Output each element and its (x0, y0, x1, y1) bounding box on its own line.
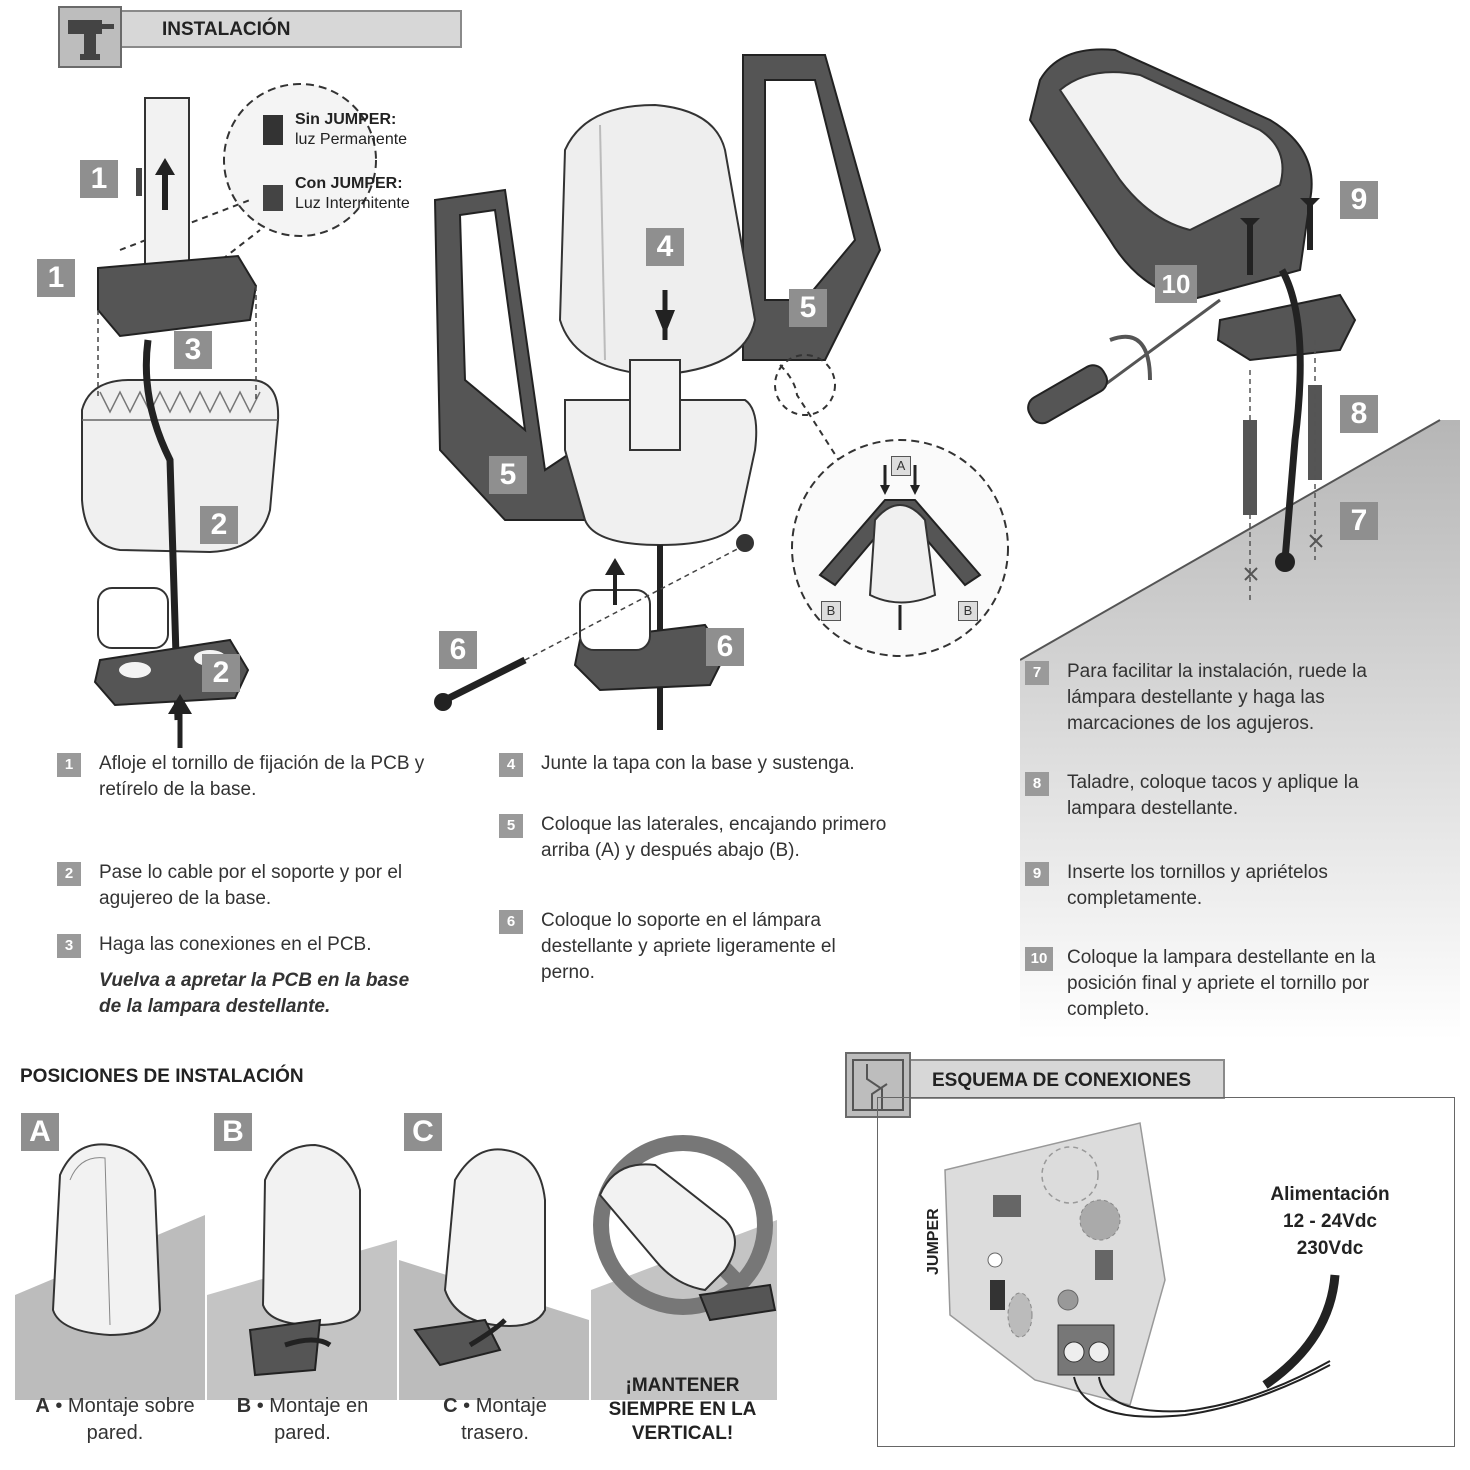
pcb-wiring-illustration (944, 1122, 1340, 1418)
no-jumper-title: Sin JUMPER: (295, 111, 397, 128)
positions-illustration (15, 1135, 777, 1400)
detail-label-a: A (891, 456, 911, 476)
positions-title: POSICIONES DE INSTALACIÓN (20, 1066, 304, 1087)
step-4: 4 Junte la tapa con la base y sustenga. (499, 751, 919, 777)
step-3: 3 Haga las conexiones en el PCB. Vuelva … (57, 932, 427, 1020)
step-9-text: Inserte los tornillos y apriételos compl… (1067, 862, 1328, 909)
figure-badge-3: 3 (174, 331, 212, 369)
pcb-removal-illustration (81, 83, 377, 748)
with-jumper-text: Luz Intermitente (295, 195, 410, 212)
step-8-number: 8 (1025, 772, 1049, 796)
figure-badge-5b: 5 (489, 456, 527, 494)
wiring-title: ESQUEMA DE CONEXIONES (932, 1070, 1192, 1091)
figure-badge-8: 8 (1340, 395, 1378, 433)
step-9: 9 Inserte los tornillos y apriételos com… (1025, 860, 1405, 912)
detail-label-b-right: B (958, 601, 978, 621)
step-10-number: 10 (1025, 947, 1053, 971)
step-6-number: 6 (499, 910, 523, 934)
step-1-number: 1 (57, 753, 81, 777)
wiring-diagram-frame (877, 1097, 1455, 1447)
position-caption-c-text: Montaje trasero. (461, 1395, 547, 1444)
step-5-number: 5 (499, 814, 523, 838)
step-3-number: 3 (57, 934, 81, 958)
step-8-text: Taladre, coloque tacos y aplique la lamp… (1067, 772, 1359, 819)
step-4-number: 4 (499, 753, 523, 777)
figure-badge-1b: 1 (37, 259, 75, 297)
figure-badge-10: 10 (1155, 265, 1197, 303)
step-2: 2 Pase lo cable por el soporte y por el … (57, 860, 427, 912)
position-caption-a-letter: A (35, 1395, 50, 1417)
power-supply-label: Alimentación 12 - 24Vdc 230Vdc (1240, 1181, 1420, 1262)
step-5-text: Coloque las laterales, encajando primero… (541, 814, 887, 861)
position-caption-a-text: Montaje sobre pared. (67, 1395, 195, 1444)
position-badge-a: A (21, 1113, 59, 1151)
detail-label-b-left: B (821, 601, 841, 621)
position-caption-b-letter: B (236, 1395, 252, 1417)
wall-mount-illustration (1020, 48, 1460, 1040)
position-caption-b-text: Montaje en pared. (269, 1395, 369, 1444)
step-4-text: Junte la tapa con la base y sustenga. (541, 753, 855, 774)
drill-icon (58, 6, 122, 68)
wiring-header: ESQUEMA DE CONEXIONES (900, 1059, 1225, 1099)
step-1: 1 Afloje el tornillo de fijación de la P… (57, 751, 427, 803)
step-10: 10 Coloque la lampara destellante en la … (1025, 945, 1425, 1023)
figure-badge-1a: 1 (80, 160, 118, 198)
position-badge-c: C (404, 1113, 442, 1151)
vertical-warning: ¡MANTENER SIEMPRE EN LA VERTICAL! (608, 1375, 757, 1444)
voltage-ac: 230Vdc (1296, 1238, 1364, 1259)
installation-title: INSTALACIÓN (162, 19, 291, 40)
step-7-number: 7 (1025, 661, 1049, 685)
step-3-text: Haga las conexiones en el PCB. (99, 934, 372, 955)
position-caption-b: B • Montaje en pared. (236, 1395, 369, 1444)
step-7: 7 Para facilitar la instalación, ruede l… (1025, 659, 1405, 737)
step-2-text: Pase lo cable por el soporte y por el ag… (99, 862, 403, 909)
figure-badge-4: 4 (646, 228, 684, 266)
figure-badge-6b: 6 (706, 628, 744, 666)
jumper-label: JUMPER (925, 1208, 942, 1275)
position-badge-b: B (214, 1113, 252, 1151)
figure-badge-7: 7 (1340, 502, 1378, 540)
voltage-dc: 12 - 24Vdc (1283, 1211, 1377, 1232)
step-2-number: 2 (57, 862, 81, 886)
step-3-note: Vuelva a apretar la PCB en la base de la… (99, 970, 410, 1017)
cover-assembly-illustration (433, 54, 1009, 730)
step-8: 8 Taladre, coloque tacos y aplique la la… (1025, 770, 1405, 822)
jumper-callout: Sin JUMPER: luz Permanente Con JUMPER: L… (295, 110, 410, 214)
figure-badge-9: 9 (1340, 181, 1378, 219)
circuit-icon (845, 1052, 911, 1118)
position-caption-a: A • Montaje sobre pared. (35, 1395, 195, 1444)
step-5: 5 Coloque las laterales, encajando prime… (499, 812, 919, 864)
with-jumper-title: Con JUMPER: (295, 175, 403, 192)
figure-badge-5a: 5 (789, 289, 827, 327)
figure-badge-2a: 2 (200, 506, 238, 544)
position-caption-c: C • Montaje trasero. (443, 1395, 547, 1444)
figure-badge-6a: 6 (439, 631, 477, 669)
position-caption-c-letter: C (443, 1395, 458, 1417)
step-7-text: Para facilitar la instalación, ruede la … (1067, 661, 1367, 734)
step-10-text: Coloque la lampara destellante en la pos… (1067, 947, 1376, 1020)
power-label: Alimentación (1270, 1184, 1390, 1205)
figure-badge-2b: 2 (202, 654, 240, 692)
step-6: 6 Coloque lo soporte en el lámpara deste… (499, 908, 879, 986)
step-6-text: Coloque lo soporte en el lámpara destell… (541, 910, 836, 983)
no-jumper-text: luz Permanente (295, 131, 408, 148)
step-1-text: Afloje el tornillo de fijación de la PCB… (99, 753, 425, 800)
installation-header: INSTALACIÓN (100, 10, 462, 48)
step-9-number: 9 (1025, 862, 1049, 886)
